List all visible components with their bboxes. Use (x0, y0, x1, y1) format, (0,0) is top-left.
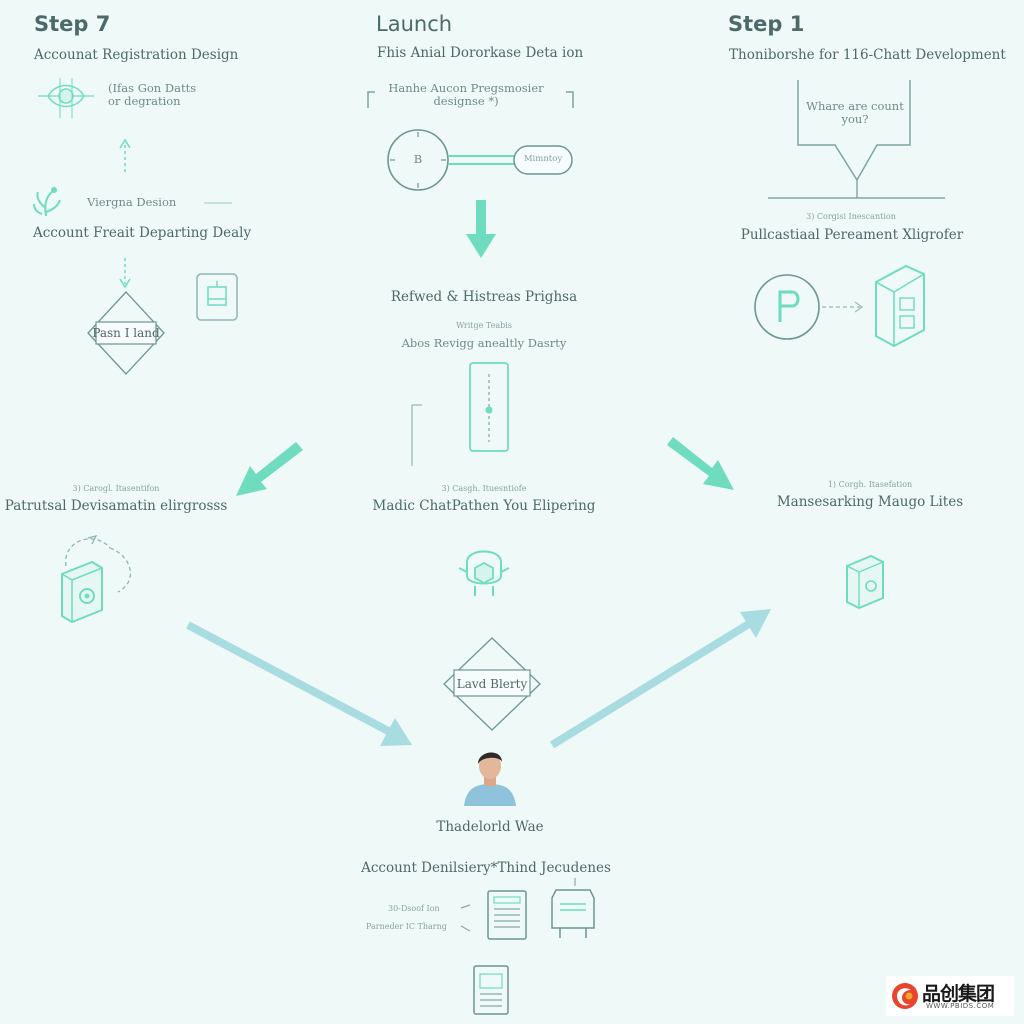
cube-icon (846, 554, 884, 610)
account-freait: Account Freait Departing Dealy (33, 225, 252, 241)
vergna-design: Viergna Desion (87, 195, 177, 209)
logo-mark-icon (892, 983, 918, 1009)
launch-heading: Launch (376, 12, 453, 36)
diamond-label-bottom: Lavd Blerty (456, 677, 528, 691)
person-label: Thadelorld Wae (436, 819, 544, 835)
mid-center-label: Madic ChatPathen You Elipering (372, 498, 596, 514)
right-tiny: 3) Corgisi Inescantion (806, 212, 896, 221)
printer-icon (551, 889, 595, 938)
bottom-account: Account Denilsiery*Thind Jecudenes (361, 860, 611, 876)
arrow-diag-left (236, 442, 303, 496)
logo-text-cn: 品创集团 (922, 983, 995, 1005)
arrow-diag-right (667, 437, 734, 490)
phone-icon (469, 362, 509, 452)
card-icon (473, 965, 509, 1015)
mid-center-tiny: 3) Casgh. Ituesntiofe (441, 484, 527, 493)
dashed-loop (65, 538, 131, 593)
mid-right-label: Mansesarking Maugo Lites (776, 494, 964, 510)
pill-label: Mimntoy (523, 154, 563, 164)
mid-right-tiny: 1) Corgh. Itasefation (827, 480, 913, 489)
document-icon (487, 890, 527, 940)
bottom-small-1: 30-Dsoof Ion (388, 904, 440, 913)
diamond-shape-left (87, 291, 165, 375)
small-arrows-bottom (460, 878, 576, 932)
bracket-frame (367, 91, 574, 108)
arrow-to-person-left (186, 621, 412, 746)
person-avatar (464, 752, 516, 806)
step-1-heading: Step 1 (728, 12, 805, 36)
center-tiny: Writge Teabis (456, 321, 512, 330)
refined-label: Refwed & Histreas Prighsa (390, 289, 578, 305)
plant-icon (33, 187, 61, 217)
gauge-letter: B (413, 152, 423, 166)
arrow-down-left (119, 258, 131, 289)
chip-icon (196, 273, 238, 321)
step-7-heading: Step 7 (34, 12, 111, 36)
diamond-label-left: Pasn I land (92, 326, 160, 340)
left-title: Accounat Registration Design (34, 47, 239, 63)
robot-icon (458, 550, 510, 596)
center-subtitle: Fhis Anial Dororkase Deta ion (377, 45, 584, 61)
mid-left-label: Patrutsal Devisamatin elirgrosss (4, 498, 228, 514)
arrow-from-person-right (549, 609, 771, 749)
box-icon (875, 264, 925, 348)
logo-text-en: WWW.PBIDS.COM (926, 1002, 995, 1010)
bottom-small-2: Parneder IC Tharng (366, 922, 447, 931)
arrow-down-center (466, 200, 496, 258)
left-note: (Ifas Gon Datts or degration (108, 81, 197, 109)
mid-left-tiny: 3) Carogl. Itasentifon (72, 484, 160, 493)
p-circle-icon (754, 274, 820, 340)
eye-icon (38, 78, 94, 118)
right-title: Thoniborshe for 116-Chatt Development (729, 47, 1006, 63)
bubble-text: Whare are count you? (806, 99, 904, 127)
gear-icon (61, 560, 103, 624)
diamond-shape-bottom (443, 637, 541, 731)
gauge-icon (387, 129, 573, 191)
pull-label: Pullcastiaal Pereament Xligrofer (740, 227, 964, 243)
speech-bubble (797, 80, 911, 182)
bracket-text: Hanhe Aucon Pregsmosier designse *) (388, 81, 544, 109)
arrow-up-left (119, 138, 131, 172)
watermark-logo: 品创集团 WWW.PBIDS.COM (886, 976, 1014, 1016)
above-label: Abos Revigg anealtly Dasrty (401, 336, 567, 350)
